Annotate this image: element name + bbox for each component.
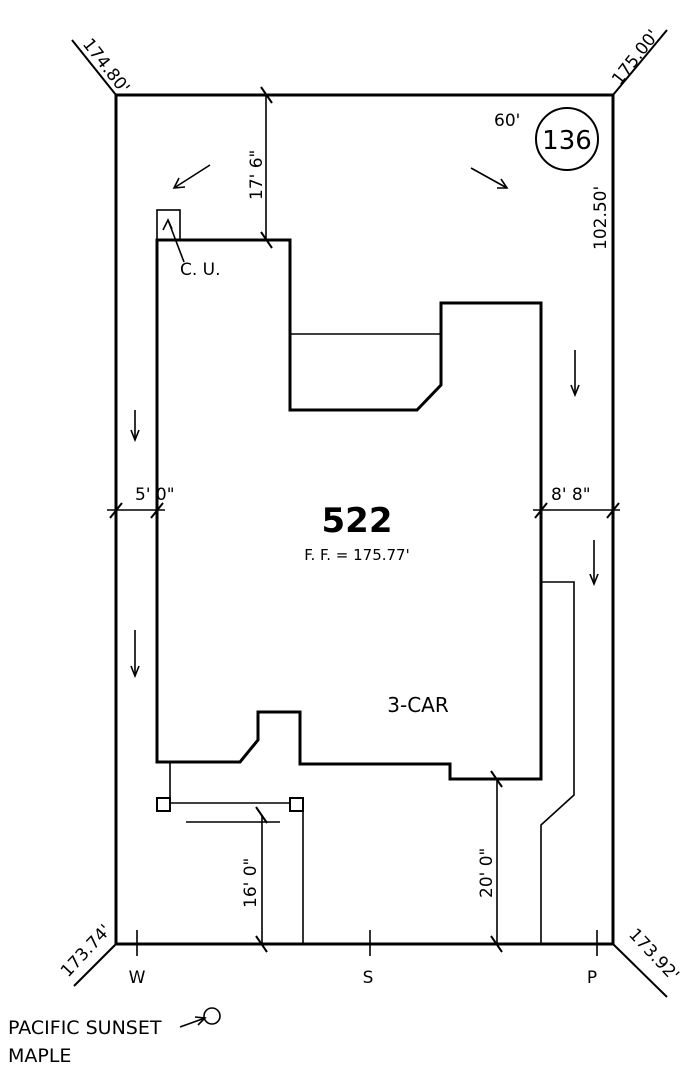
garage-setback-label: 20' 0" — [477, 848, 497, 898]
tree-leader-arrow — [179, 1017, 206, 1028]
dimension-tick — [260, 86, 273, 104]
dimension-tick — [255, 935, 268, 953]
condenser-unit — [156, 209, 181, 241]
power-label: P — [587, 968, 597, 988]
arrowhead-icon — [130, 665, 140, 679]
dimension-tick — [260, 231, 273, 249]
corner-elevation-bottom-right: 173.92' — [624, 925, 680, 986]
corner-elevation-bottom-left: 173.74' — [57, 921, 115, 982]
lot-depth: 102.50' — [591, 186, 611, 250]
dimension-tick — [490, 935, 503, 953]
plan-number: 522 — [322, 501, 393, 541]
tree-label-line1: PACIFIC SUNSET — [8, 1017, 162, 1039]
water-label: W — [129, 968, 146, 988]
dimension-tick — [534, 502, 548, 519]
drainage-arrow-icon — [470, 167, 508, 189]
corner-leader-bottom-right — [612, 943, 668, 998]
dimension-tick — [255, 806, 268, 824]
rear-setback-label: 17' 6" — [247, 150, 267, 200]
garage-label: 3-CAR — [387, 693, 449, 717]
arrowhead-icon — [172, 177, 186, 189]
tree-symbol-icon — [203, 1007, 221, 1025]
lot-number-circle — [535, 107, 599, 171]
arrowhead-icon — [589, 573, 599, 587]
house-footprint — [155, 238, 543, 781]
corner-leader-top-right — [612, 29, 668, 96]
arrowhead-icon — [570, 384, 580, 398]
drainage-arrows — [130, 164, 599, 679]
porch-post-left — [156, 797, 171, 812]
cu-arrowhead-icon — [162, 218, 173, 231]
dimension-tick — [490, 770, 503, 788]
driveway — [540, 581, 575, 944]
arrowhead-icon — [497, 178, 509, 189]
porch-setback-label: 16' 0" — [241, 858, 261, 908]
lot-boundary — [114, 93, 615, 946]
dimension-tick — [606, 502, 620, 519]
lot-number: 136 — [542, 126, 592, 156]
arrowhead-icon — [130, 429, 140, 443]
corner-leader-bottom-left — [73, 943, 117, 987]
porch-post-right — [289, 797, 304, 812]
cu-label: C. U. — [180, 260, 221, 280]
finished-floor: F. F. = 175.77' — [304, 546, 409, 564]
corner-elevation-top-left: 174.80' — [78, 35, 133, 98]
lot-frontage: 60' — [494, 111, 520, 131]
corner-leader-top-left — [71, 39, 117, 96]
dimension-tick — [109, 502, 123, 519]
dimension-tick — [150, 502, 164, 519]
right-side-label: 8' 8" — [551, 485, 591, 505]
drainage-arrow-icon — [173, 164, 211, 189]
left-side-label: 5' 0" — [135, 485, 175, 505]
sewer-label: S — [363, 968, 374, 988]
tree-label-line2: MAPLE — [8, 1045, 71, 1067]
corner-elevation-top-right: 175.00' — [608, 26, 663, 89]
